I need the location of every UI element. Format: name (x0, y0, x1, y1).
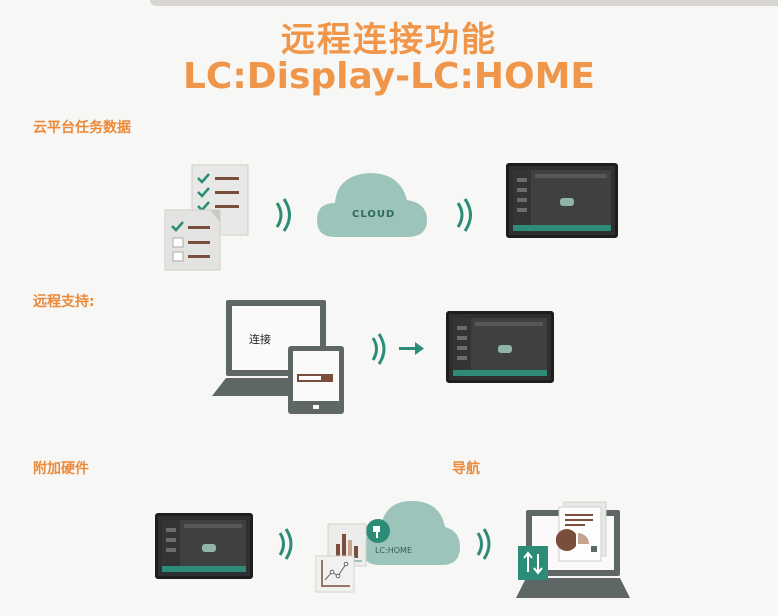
cloud-label: CLOUD (352, 209, 396, 220)
top-decor-bar (150, 0, 778, 6)
section-additional-hardware: 附加硬件 (33, 461, 89, 477)
tablet-screen-icon (446, 311, 554, 383)
chart-icon (315, 523, 367, 593)
signal-icon (476, 528, 491, 560)
section-remote-support: 远程支持: (33, 294, 95, 310)
transfer-icon (518, 546, 548, 580)
cloud-icon (317, 173, 427, 237)
arrow-right-icon (399, 342, 424, 355)
tablet-screen-icon (506, 163, 618, 238)
lc-home-label: LC:HOME (375, 546, 413, 555)
page-title: 远程连接功能 (281, 20, 497, 60)
section-cloud-task-data: 云平台任务数据 (33, 120, 131, 136)
signal-icon (275, 198, 291, 232)
cloud-icon (362, 501, 460, 565)
signal-icon (371, 333, 386, 365)
signal-icon (456, 198, 472, 232)
checklist-icon (164, 164, 249, 271)
connect-label: 连接 (249, 333, 271, 346)
signal-icon (278, 528, 293, 560)
tablet-icon (288, 346, 344, 414)
report-icon (556, 501, 607, 562)
page-subtitle: LC:Display-LC:HOME (182, 56, 595, 97)
section-navigation: 导航 (452, 461, 480, 477)
tablet-screen-icon (155, 513, 253, 579)
